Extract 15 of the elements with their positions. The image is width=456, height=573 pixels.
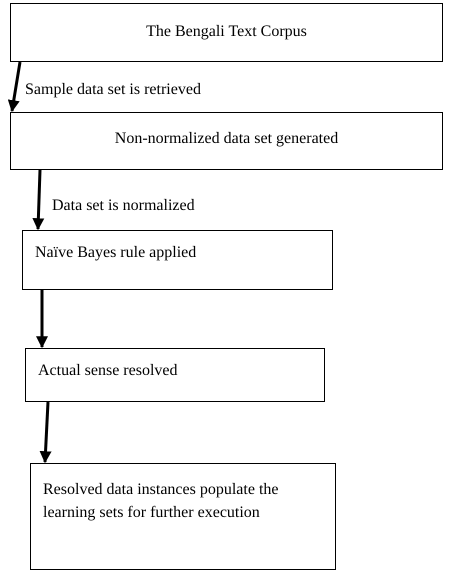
box-text: Actual sense resolved [38,362,178,379]
process-box [22,230,333,290]
process-box [10,3,443,62]
process-box [10,112,443,170]
arrow [36,290,48,348]
arrow [32,170,44,230]
process-box [30,463,336,570]
box-text: Naïve Bayes rule applied [35,244,196,261]
process-box [25,348,325,402]
box-text: The Bengali Text Corpus [146,23,307,40]
edge-label: Sample data set is retrieved [25,80,201,100]
box-text: Resolved data instances populate the learning sets for further execution [43,481,278,522]
arrow [8,62,22,112]
arrow [40,402,52,464]
box-text: Non-normalized data set generated [114,130,338,147]
